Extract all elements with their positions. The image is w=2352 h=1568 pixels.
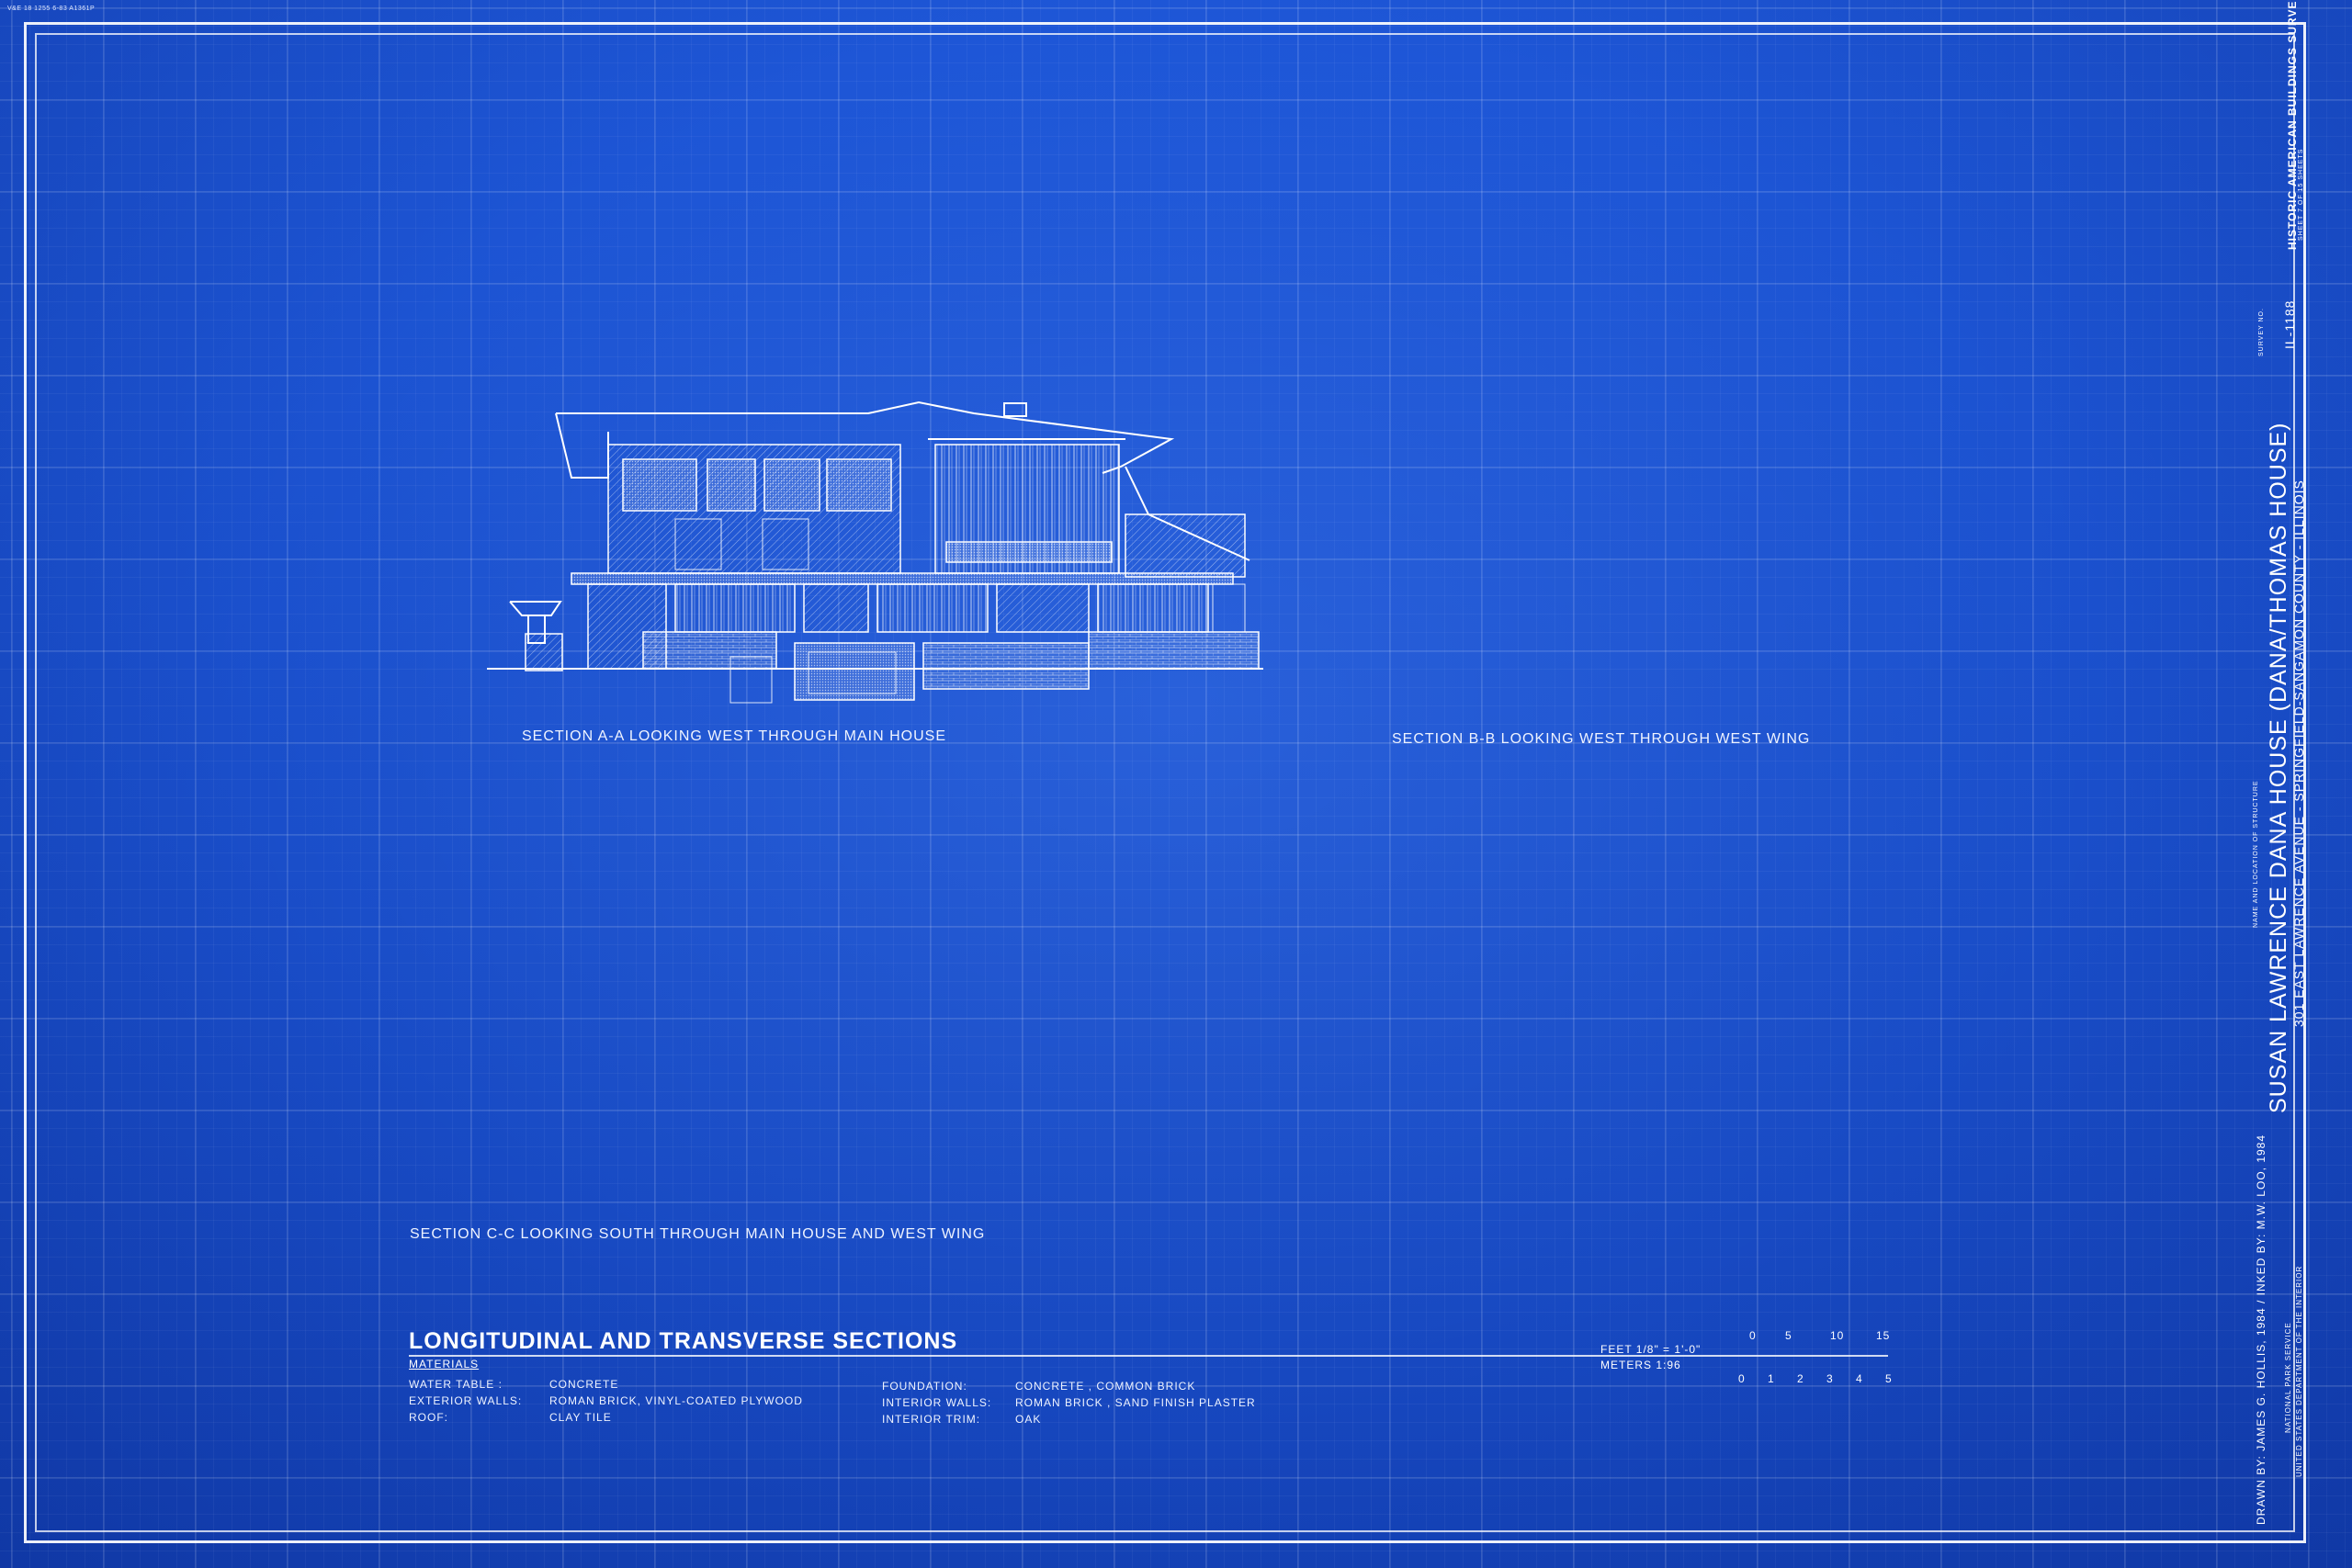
scale-feet-tick: 0: [1749, 1329, 1757, 1342]
materials-heading: MATERIALS: [409, 1358, 480, 1371]
scale-feet-tick: 5: [1785, 1329, 1792, 1342]
scale-feet-label: FEET 1/8" = 1'-0": [1600, 1343, 1702, 1356]
survey-no-label: SURVEY NO.: [2258, 308, 2265, 356]
material-label: FOUNDATION:: [882, 1380, 967, 1393]
sheet-inner-border: [35, 33, 2295, 1532]
material-label: WATER TABLE :: [409, 1378, 503, 1391]
scale-meter-tick: 0: [1738, 1372, 1746, 1385]
structure-name: SUSAN LAWRENCE DANA HOUSE (DANA/THOMAS H…: [2266, 422, 2291, 1113]
structure-location: 301 EAST LAWRENCE AVENUE - SPRINGFIELD-S…: [2291, 479, 2306, 1027]
section-c-caption: SECTION C-C LOOKING SOUTH THROUGH MAIN H…: [410, 1226, 986, 1242]
section-a-drawing: [487, 400, 1263, 704]
drawn-by: DRAWN BY: JAMES G. HOLLIS, 1984 / INKED …: [2255, 1134, 2267, 1525]
sheet-title: LONGITUDINAL AND TRANSVERSE SECTIONS: [409, 1328, 958, 1354]
survey-number: IL-1188: [2282, 299, 2297, 349]
scale-feet-tick: 10: [1830, 1329, 1845, 1342]
survey-header: HISTORIC AMERICAN BUILDINGS SURVEY: [2286, 0, 2299, 250]
material-label: EXTERIOR WALLS:: [409, 1394, 523, 1407]
material-label: INTERIOR TRIM:: [882, 1413, 981, 1426]
scale-meter-tick: 5: [1885, 1372, 1893, 1385]
scale-meter-tick: 4: [1856, 1372, 1863, 1385]
section-a-caption: SECTION A-A LOOKING WEST THROUGH MAIN HO…: [522, 728, 947, 744]
material-value: CLAY TILE: [549, 1411, 612, 1424]
material-value: ROMAN BRICK , SAND FINISH PLASTER: [1015, 1396, 1256, 1409]
scale-meter-tick: 2: [1797, 1372, 1804, 1385]
material-value: CONCRETE , COMMON BRICK: [1015, 1380, 1196, 1393]
scale-meter-tick: 3: [1826, 1372, 1834, 1385]
scale-feet-tick: 15: [1876, 1329, 1891, 1342]
structure-name-label: NAME AND LOCATION OF STRUCTURE: [2253, 780, 2259, 928]
title-underline: [409, 1355, 1888, 1357]
department-name: UNITED STATES DEPARTMENT OF THE INTERIOR: [2295, 1265, 2303, 1477]
drawing-code: V&E 18 1255 6-83 A1361P: [7, 6, 96, 12]
sheet-info: SHEET 7 OF 15 SHEETS: [2298, 148, 2304, 241]
material-value: OAK: [1015, 1413, 1042, 1426]
material-label: ROOF:: [409, 1411, 448, 1424]
material-value: ROMAN BRICK, VINYL-COATED PLYWOOD: [549, 1394, 803, 1407]
sheet-border: [24, 22, 2306, 1543]
material-label: INTERIOR WALLS:: [882, 1396, 992, 1409]
section-b-caption: SECTION B-B LOOKING WEST THROUGH WEST WI…: [1392, 731, 1811, 747]
material-value: CONCRETE: [549, 1378, 619, 1391]
scale-meter-tick: 1: [1768, 1372, 1775, 1385]
agency-name: NATIONAL PARK SERVICE: [2284, 1322, 2292, 1433]
scale-meters-label: METERS 1:96: [1600, 1359, 1681, 1371]
